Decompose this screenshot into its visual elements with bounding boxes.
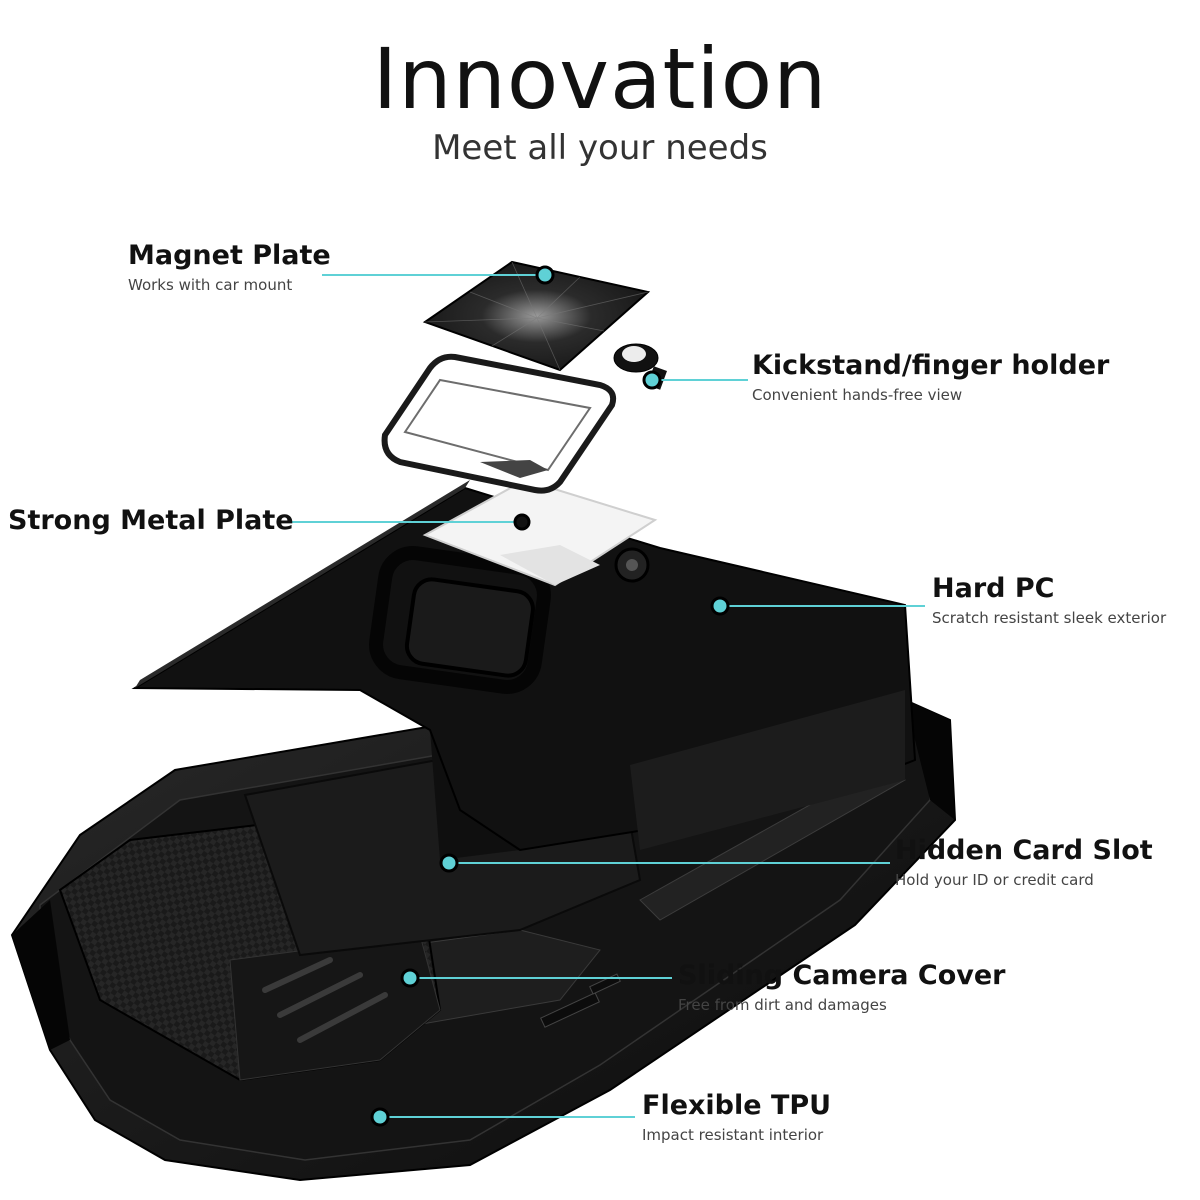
callout-title: Sliding Camera Cover [678, 960, 1006, 991]
callout-desc: Hold your ID or credit card [895, 871, 1094, 889]
callout-dot-metal-plate [513, 513, 531, 531]
callout-dot-magnet-plate [535, 265, 555, 285]
callout-magnet-plate: Magnet Plate Works with car mount [128, 240, 331, 294]
ring-kickstand-base [369, 546, 650, 694]
callout-title: Strong Metal Plate [8, 505, 294, 536]
callout-desc: Impact resistant interior [642, 1126, 824, 1144]
callout-title: Hidden Card Slot [895, 835, 1153, 866]
callout-desc: Convenient hands-free view [752, 386, 963, 404]
callout-desc: Works with car mount [128, 276, 293, 294]
callout-dot-kickstand [642, 370, 662, 390]
callout-dot-card-slot [439, 853, 459, 873]
callout-desc: Free from dirt and damages [678, 996, 887, 1014]
page-subtitle: Meet all your needs [432, 128, 768, 168]
callout-tpu: Flexible TPU Impact resistant interior [642, 1090, 831, 1144]
callout-dot-tpu [370, 1107, 390, 1127]
callout-title: Magnet Plate [128, 240, 331, 271]
callout-lines [284, 274, 925, 1118]
callout-title: Hard PC [932, 573, 1055, 604]
strong-metal-plate [422, 478, 658, 587]
callout-camera-cover: Sliding Camera Cover Free from dirt and … [678, 960, 1006, 1014]
callout-title: Flexible TPU [642, 1090, 832, 1121]
callout-title: Kickstand/finger holder [752, 350, 1110, 381]
callout-card-slot: Hidden Card Slot Hold your ID or credit … [895, 835, 1153, 889]
callout-hard-pc: Hard PC Scratch resistant sleek exterior [932, 573, 1166, 627]
callout-desc: Scratch resistant sleek exterior [932, 609, 1167, 627]
callout-metal-plate: Strong Metal Plate [8, 505, 294, 537]
magnet-plate [422, 260, 651, 372]
ring-holder [381, 343, 667, 494]
page-title: Innovation [372, 30, 828, 128]
hard-pc-plate [131, 480, 917, 852]
callout-dot-camera-cover [400, 968, 420, 988]
callout-kickstand: Kickstand/finger holder Convenient hands… [752, 350, 1109, 404]
callout-dot-hard-pc [710, 596, 730, 616]
